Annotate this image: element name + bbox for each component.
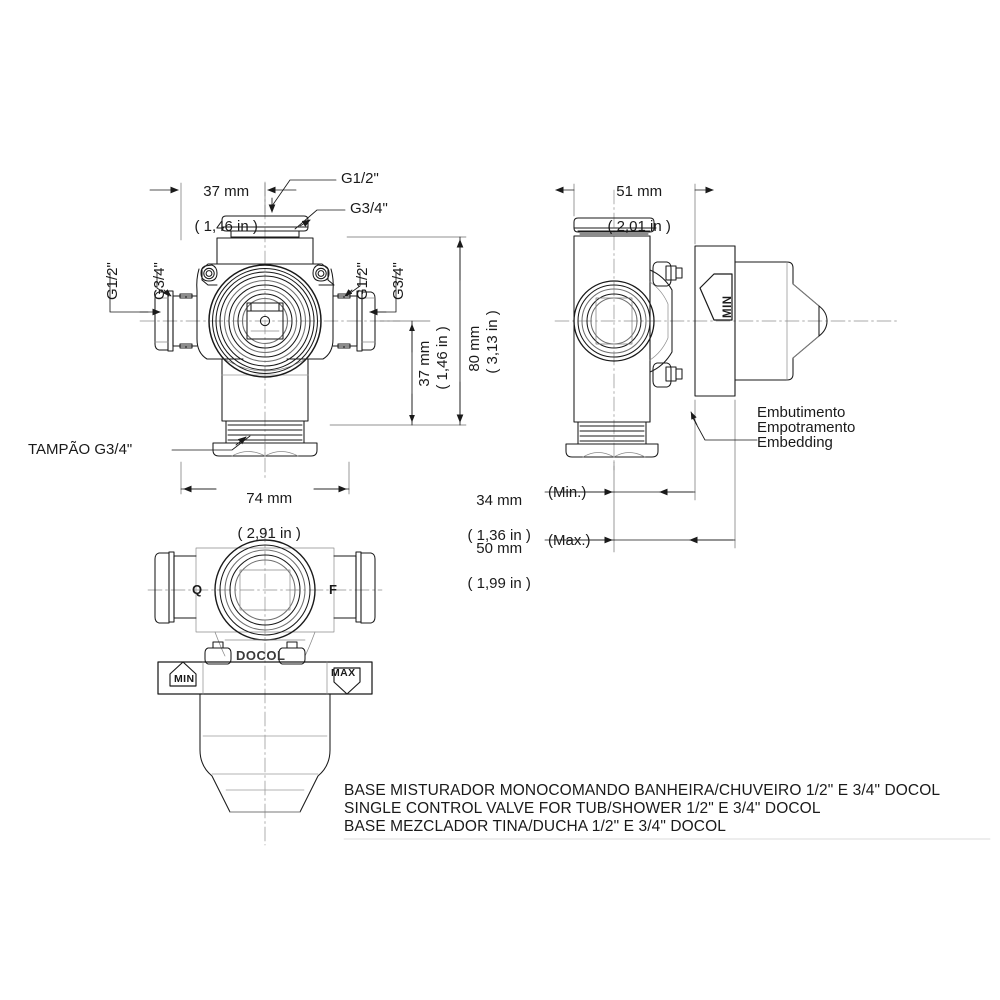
- bottom-max-marker: MAX: [331, 667, 356, 679]
- callout-right-g12: G1/2": [354, 262, 371, 300]
- dim-front-overall-width: 74 mm ( 2,91 in ): [237, 489, 301, 543]
- dim-front-overall-height-inch: ( 3,13 in ): [483, 310, 501, 374]
- dim-side-body-width: 51 mm ( 2,01 in ): [607, 182, 671, 236]
- front-view-geometry: [139, 181, 401, 481]
- dim-front-lower-height-inch: ( 1,46 in ): [433, 326, 451, 390]
- callout-embedding-pt: Embutimento: [757, 404, 846, 421]
- dim-embed-max-qualifier: (Max.): [548, 532, 591, 549]
- bottom-min-marker: MIN: [174, 673, 195, 685]
- caption-line-en: SINGLE CONTROL VALVE FOR TUB/SHOWER 1/2"…: [344, 800, 821, 817]
- callout-top-g34: G3/4": [350, 200, 388, 217]
- callout-left-g34: G3/4": [151, 262, 168, 300]
- dim-embed-max: 50 mm ( 1,99 in ): [467, 539, 531, 593]
- caption-line-pt: BASE MISTURADOR MONOCOMANDO BANHEIRA/CHU…: [344, 782, 941, 799]
- side-view-dimensions: [544, 183, 758, 553]
- bottom-view-geometry: [147, 527, 383, 846]
- front-view-dimensions: [149, 182, 467, 495]
- callout-top-g12: G1/2": [341, 170, 379, 187]
- callout-embedding-es: Empotramento: [757, 419, 856, 436]
- callout-left-g12: G1/2": [104, 262, 121, 300]
- dim-front-top-width: 37 mm ( 1,46 in ): [194, 182, 258, 236]
- bottom-brand-plate: DOCOL: [236, 648, 286, 663]
- callout-tampao-plug: TAMPÃO G3/4": [28, 441, 133, 458]
- callout-embedding-en: Embedding: [757, 434, 833, 451]
- side-view-geometry: [554, 189, 901, 471]
- side-cap-min-marker: MIN: [722, 295, 734, 318]
- front-view-leaders: [109, 179, 397, 451]
- callout-right-g34: G3/4": [390, 262, 407, 300]
- bottom-hot-port-marking: Q: [192, 582, 203, 597]
- bottom-cold-port-marking: F: [329, 582, 337, 597]
- caption-line-es: BASE MEZCLADOR TINA/DUCHA 1/2" E 3/4" DO…: [344, 818, 726, 835]
- dim-embed-min-qualifier: (Min.): [548, 484, 587, 501]
- dim-embed-min: 34 mm ( 1,36 in ): [467, 491, 531, 545]
